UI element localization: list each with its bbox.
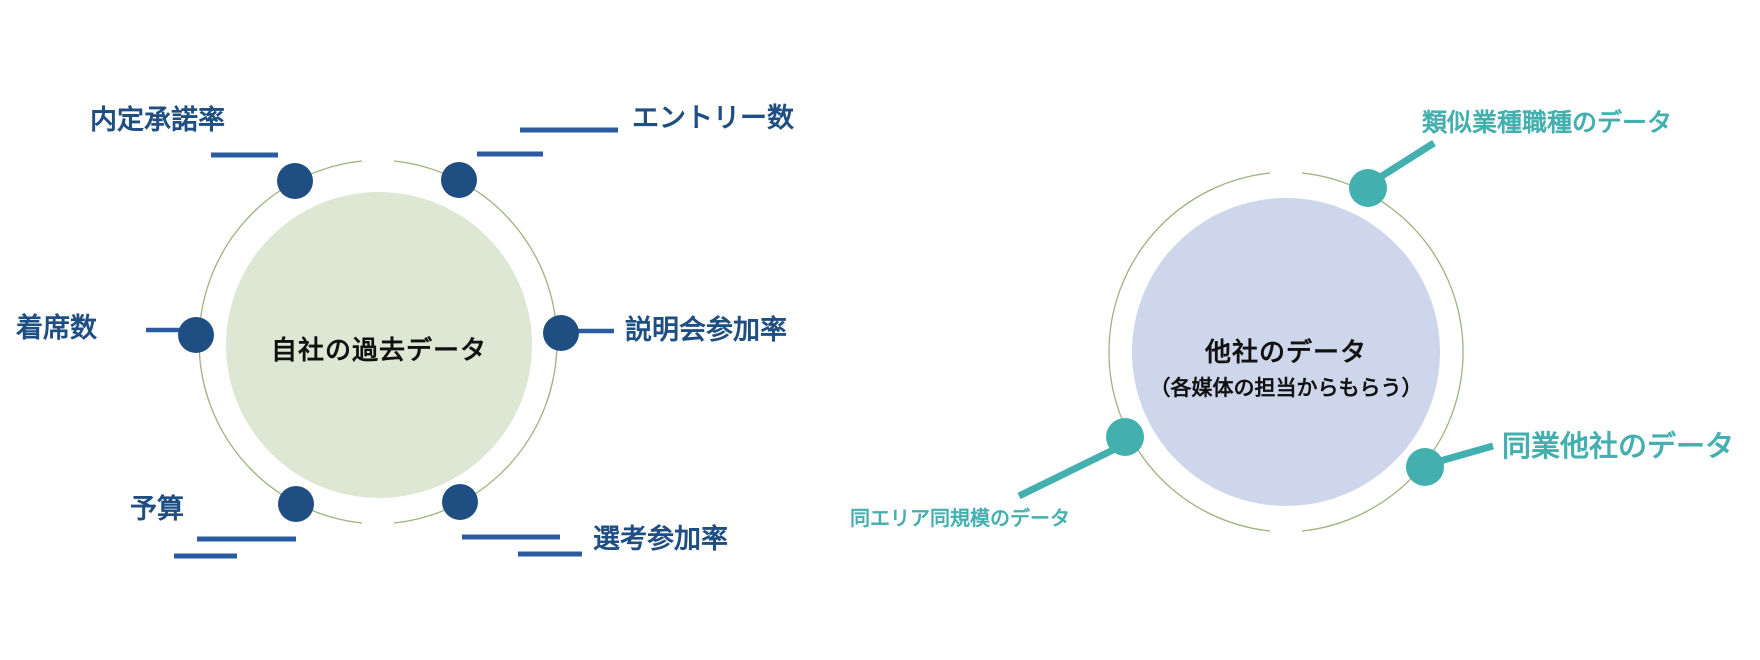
label-entry-count: エントリー数 — [632, 103, 794, 133]
other-companies-data-title-line1: 他社のデータ — [1204, 338, 1367, 367]
other-data-ring-left-arc — [1108, 172, 1271, 532]
other-dot-same-area — [1106, 418, 1144, 456]
label-same-area-same-scale-data: 同エリア同規模のデータ — [850, 508, 1070, 530]
other-dot-same-industry-competitors — [1406, 448, 1444, 486]
own-dot-offer-acceptance-rate — [277, 163, 313, 199]
label-same-industry-competitors-data: 同業他社のデータ — [1502, 431, 1735, 463]
leader-same-area-data — [1017, 444, 1119, 500]
own-past-data-title: 自社の過去データ — [179, 330, 579, 367]
label-similar-industry-data: 類似業種職種のデータ — [1422, 110, 1673, 137]
leader-similar-industry-data — [1372, 140, 1436, 184]
other-companies-data-title: 他社のデータ （各媒体の担当からもらう） — [1086, 332, 1486, 402]
label-seated-count: 着席数 — [16, 313, 97, 343]
own-dot-seated-count — [178, 317, 214, 353]
own-data-circle — [226, 192, 532, 498]
own-past-data-title-text: 自社の過去データ — [270, 336, 487, 365]
label-budget: 予算 — [130, 494, 184, 524]
own-dot-budget — [278, 486, 314, 522]
own-dot-entry-count — [441, 162, 477, 198]
other-data-circle — [1132, 198, 1440, 506]
label-info-session-participation-rate: 説明会参加率 — [625, 315, 787, 345]
label-selection-participation-rate: 選考参加率 — [593, 524, 728, 554]
label-offer-acceptance-rate: 内定承諾率 — [90, 105, 225, 135]
other-companies-data-title-line2: （各媒体の担当からもらう） — [1149, 376, 1423, 400]
leader-same-industry-competitors-data — [1439, 442, 1494, 465]
own-dot-selection-rate — [442, 484, 478, 520]
other-dot-similar-industry — [1349, 169, 1387, 207]
own-dot-info-session-rate — [543, 315, 579, 351]
